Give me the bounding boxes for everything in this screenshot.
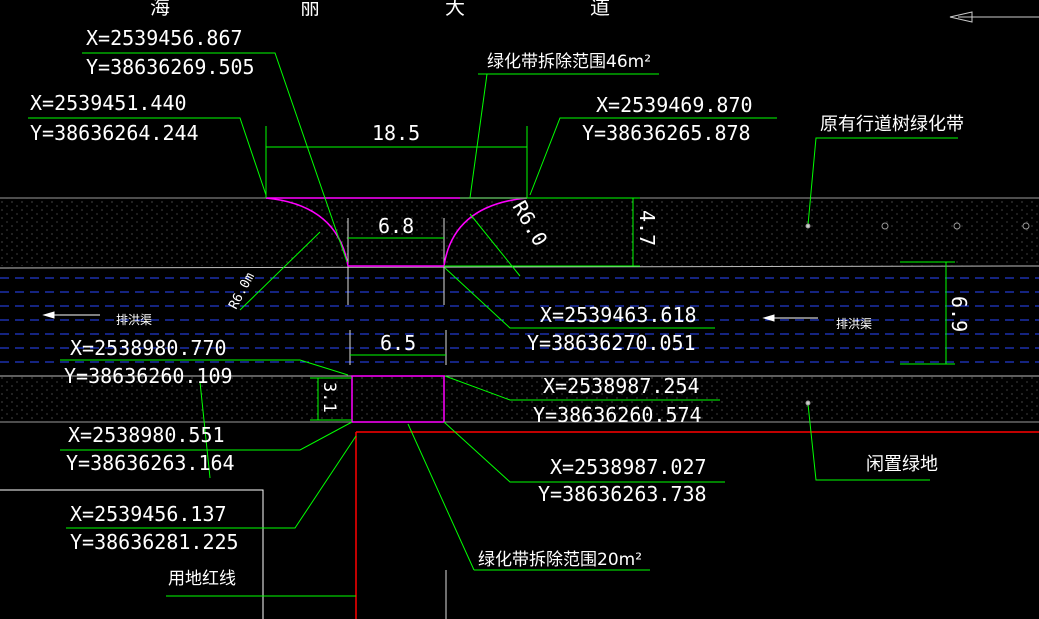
label-drainage-right: 排洪渠 xyxy=(836,317,872,331)
flow-arrow-icon xyxy=(42,311,818,322)
parcel-boundary xyxy=(0,489,264,619)
coord-x: X=2538987.254 xyxy=(543,374,700,398)
tree-markers xyxy=(805,222,1030,406)
label-land-red-line: 用地红线 xyxy=(168,569,236,589)
land-red-line xyxy=(355,431,1039,619)
coord-y: Y=38636264.244 xyxy=(30,121,199,145)
coord-y: Y=38636270.051 xyxy=(527,331,696,355)
coord-x: X=2539456.867 xyxy=(86,26,243,50)
leader-lines xyxy=(28,52,958,597)
label-drainage-left: 排洪渠 xyxy=(116,313,152,327)
extension-lines xyxy=(347,218,447,619)
drainage-channel-water xyxy=(0,277,1039,363)
dim-inner-top: 6.8 xyxy=(378,214,414,238)
label-street-tree-belt: 原有行道树绿化带 xyxy=(820,114,964,135)
coord-x: X=2539456.137 xyxy=(70,502,227,526)
idle-green-strip xyxy=(0,376,1039,422)
coord-y: Y=38636263.738 xyxy=(538,482,707,506)
coord-x: X=2538987.027 xyxy=(550,455,707,479)
label-idle-green: 闲置绿地 xyxy=(866,454,938,475)
coord-x: X=2539469.870 xyxy=(596,93,753,117)
dim-top-width: 18.5 xyxy=(372,121,420,145)
annotation-labels: 绿化带拆除范围46m² 原有行道树绿化带 排洪渠 排洪渠 闲置绿地 绿化带拆除范… xyxy=(116,52,964,589)
road-name-char: 丽 xyxy=(300,0,320,19)
coord-x: X=2539463.618 xyxy=(540,303,697,327)
dim-small-height: 3.1 xyxy=(319,382,339,413)
hatched-bands xyxy=(0,197,1039,423)
road-name: 海 丽 大 道 xyxy=(150,0,610,19)
label-greenbelt-removal-bottom: 绿化带拆除范围20m² xyxy=(478,550,642,570)
coord-y: Y=38636281.225 xyxy=(70,530,239,554)
dim-height-right: 4.7 xyxy=(635,210,659,246)
dim-inner-bottom: 6.5 xyxy=(380,331,416,355)
dim-channel-width: 6.9 xyxy=(947,296,971,332)
label-greenbelt-removal-top: 绿化带拆除范围46m² xyxy=(487,52,651,72)
coord-y: Y=38636263.164 xyxy=(66,451,235,475)
road-name-char: 道 xyxy=(590,0,610,19)
direction-arrow-icon xyxy=(949,11,1039,23)
street-tree-belt xyxy=(0,198,1039,266)
radius-left: R6.0m xyxy=(226,270,258,312)
road-name-char: 海 xyxy=(150,0,170,19)
coord-y: Y=38636260.109 xyxy=(64,364,233,388)
coord-x: X=2538980.770 xyxy=(70,336,227,360)
coord-y: Y=38636260.574 xyxy=(533,403,702,427)
coord-x: X=2539451.440 xyxy=(30,91,187,115)
coordinate-labels: X=2539456.867 Y=38636269.505 X=2539451.4… xyxy=(30,26,753,554)
road-name-char: 大 xyxy=(445,0,465,19)
coord-y: Y=38636269.505 xyxy=(86,55,255,79)
coord-x: X=2538980.551 xyxy=(68,423,225,447)
coord-y: Y=38636265.878 xyxy=(582,121,751,145)
